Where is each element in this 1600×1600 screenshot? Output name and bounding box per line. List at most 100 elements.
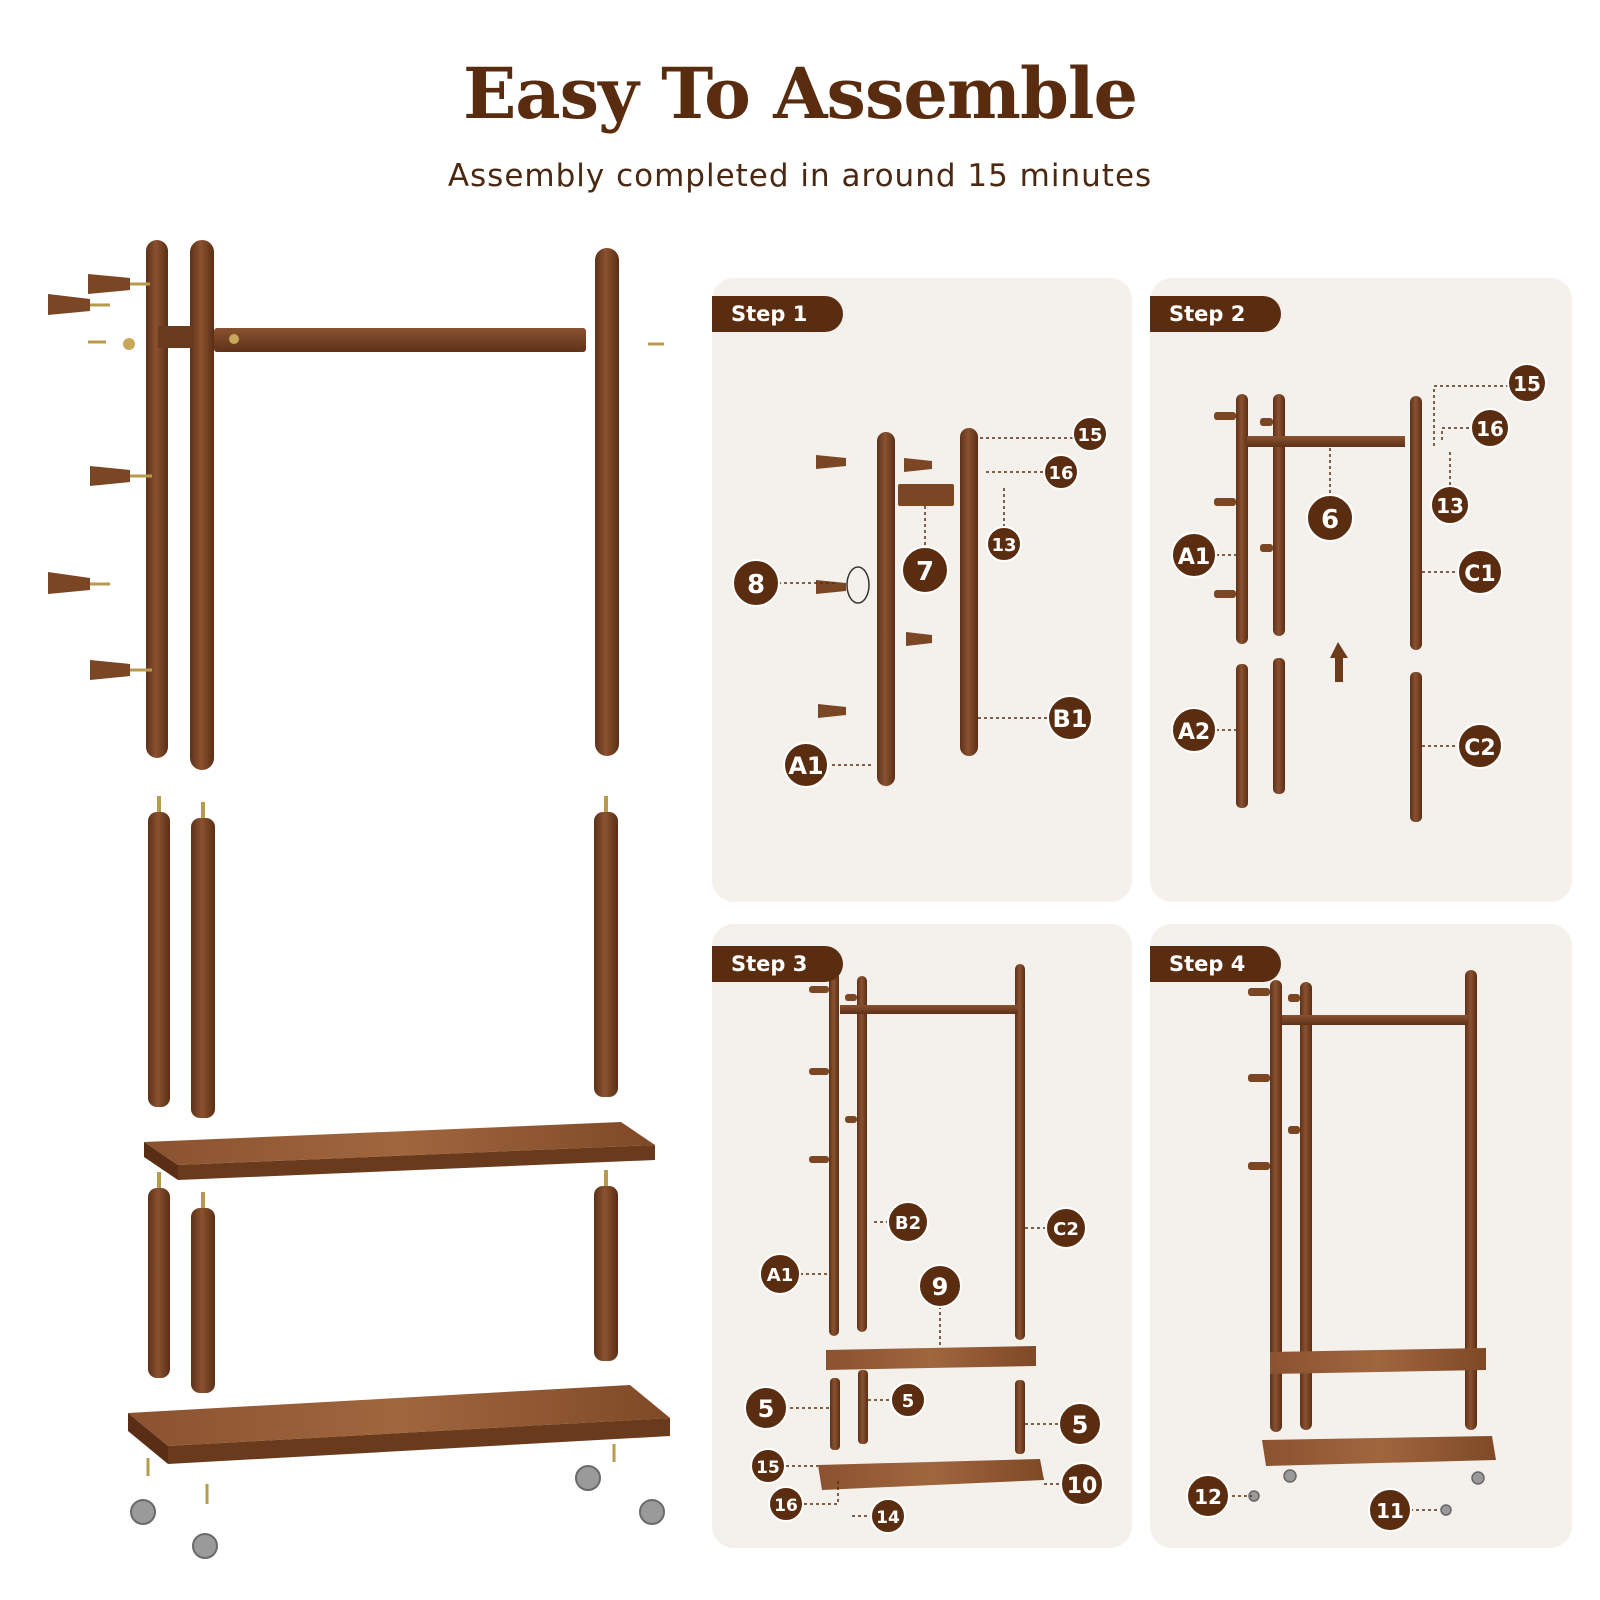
- callout-label: A1: [788, 752, 823, 780]
- callout-badge: A2: [1171, 707, 1217, 753]
- hook-screws: [88, 282, 664, 672]
- shelf-upper-top: [144, 1122, 655, 1165]
- pole-5c: [1015, 1380, 1025, 1454]
- callout-badge: 14: [870, 1498, 906, 1534]
- callout-label: 15: [1077, 425, 1102, 446]
- shelf-9: [826, 1346, 1036, 1370]
- step3-tab: Step 3: [712, 946, 843, 982]
- hook: [904, 458, 932, 472]
- callout-label: 8: [747, 570, 765, 600]
- screw-highlight: [846, 566, 870, 604]
- pole-b2: [191, 818, 215, 1118]
- callout-badge: 5: [744, 1386, 788, 1430]
- rail-6: [1247, 436, 1405, 447]
- pole-b1: [190, 240, 214, 770]
- callout-badge: 8: [732, 559, 780, 607]
- hook: [816, 580, 846, 594]
- bracket-7: [898, 484, 954, 506]
- callout-badge: 16: [1470, 408, 1510, 448]
- pole-b: [1300, 982, 1312, 1430]
- step4-art: [1248, 970, 1496, 1516]
- callout-badge: C1: [1457, 549, 1503, 595]
- callout-label: 16: [1476, 417, 1504, 441]
- page-title: Easy To Assemble: [462, 52, 1138, 135]
- pole-c2: [594, 812, 618, 1097]
- callout-label: 15: [756, 1458, 780, 1478]
- top-rail: [1282, 1015, 1468, 1025]
- caster-screws: [146, 1444, 616, 1504]
- step3-art: [809, 964, 1044, 1490]
- leader-lines: [778, 385, 1510, 1517]
- page-subtitle: Assembly completed in around 15 minutes: [447, 158, 1153, 194]
- callout-badge: 10: [1060, 1462, 1104, 1506]
- pole-lower-a: [148, 1188, 170, 1378]
- callout-badge: 16: [1043, 454, 1079, 490]
- hook: [48, 294, 90, 315]
- hook: [90, 466, 130, 486]
- callouts: 15 16 13 8 7 A1 B1 15 16 13 6 A1 C1 A2 C…: [732, 363, 1547, 1534]
- caster-wheel: [575, 1465, 601, 1491]
- callout-badge: 15: [1507, 363, 1547, 403]
- callout-badge: 5: [890, 1382, 926, 1418]
- callout-label: A1: [1178, 545, 1210, 570]
- hook: [818, 704, 846, 718]
- pole-c1: [1410, 396, 1422, 650]
- casters: [130, 1465, 665, 1559]
- pole-a1: [877, 432, 895, 786]
- arrow-up-icon: [1330, 642, 1348, 682]
- callout-badge: C2: [1045, 1207, 1087, 1249]
- pole-studs: [157, 796, 608, 1208]
- hooks-exploded: [48, 274, 130, 680]
- caster-wheel: [130, 1499, 156, 1525]
- pole-b2: [1273, 658, 1285, 794]
- top-rail: [840, 1005, 1018, 1014]
- pole-b2: [857, 976, 867, 1332]
- shelf-upper-edge: [144, 1142, 178, 1180]
- pole-b1: [960, 428, 978, 756]
- callout-badge: 11: [1368, 1488, 1412, 1532]
- step2-tab: Step 2: [1150, 296, 1281, 332]
- exploded-view: [48, 240, 670, 1559]
- callout-badge: C2: [1457, 723, 1503, 769]
- hook: [906, 632, 932, 646]
- step2-art: [1214, 394, 1422, 822]
- hook: [816, 455, 846, 469]
- shelf-upper-front: [178, 1145, 655, 1180]
- pole-5a: [830, 1378, 840, 1450]
- step1-tab: Step 1: [712, 296, 843, 332]
- hook: [90, 660, 130, 680]
- pole-b1: [1273, 394, 1285, 636]
- callout-label: C2: [1464, 736, 1495, 761]
- callout-label: 7: [916, 557, 934, 587]
- pole-a1: [1236, 394, 1248, 644]
- pole-c2: [1410, 672, 1422, 822]
- callout-badge: 15: [1072, 416, 1108, 452]
- callout-badge: 13: [1430, 485, 1470, 525]
- bracket: [158, 326, 192, 348]
- pole-lower-b: [191, 1208, 215, 1393]
- callout-label: 5: [1072, 1411, 1089, 1439]
- callout-label: 6: [1321, 505, 1339, 535]
- callout-label: 10: [1067, 1474, 1098, 1499]
- callout-label: 15: [1513, 372, 1541, 396]
- callout-badge: B2: [887, 1201, 929, 1243]
- callout-label: 13: [1436, 494, 1464, 518]
- callout-label: C2: [1053, 1219, 1079, 1240]
- callout-badge: 12: [1186, 1474, 1230, 1518]
- step1-art: [816, 428, 978, 786]
- caster-wheel: [639, 1499, 665, 1525]
- shelf-lower: [1262, 1436, 1496, 1466]
- top-rail: [214, 328, 586, 352]
- callout-badge: 13: [986, 526, 1022, 562]
- shelf-lower-top: [128, 1385, 670, 1446]
- pole-a1: [146, 240, 168, 758]
- callout-label: 5: [902, 1391, 915, 1412]
- pole-lower-c: [594, 1186, 618, 1361]
- step4-tab: Step 4: [1150, 946, 1281, 982]
- caster-wheel: [192, 1533, 218, 1559]
- callout-label: 14: [876, 1508, 900, 1528]
- callout-label: 11: [1376, 1499, 1404, 1523]
- callout-label: A2: [1178, 720, 1210, 745]
- callout-badge: A1: [759, 1253, 801, 1295]
